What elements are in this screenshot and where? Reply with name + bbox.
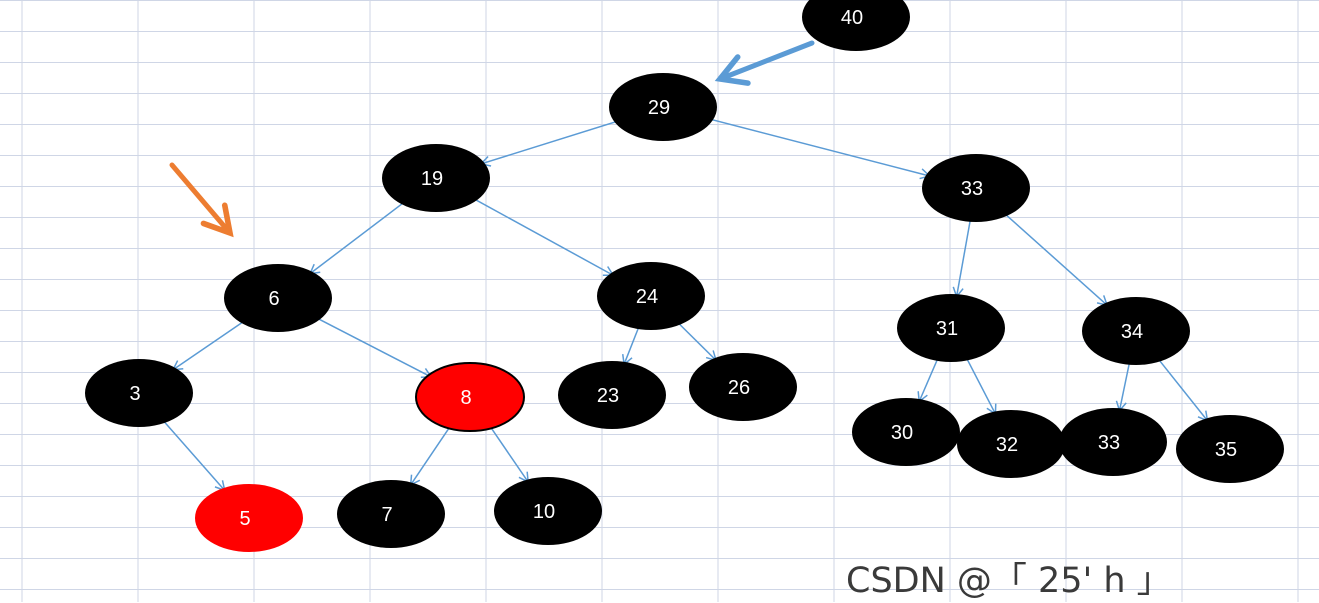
node-ellipse-n35 [1176, 415, 1284, 483]
node-label-n33b: 33 [1098, 432, 1120, 454]
node-label-n32: 32 [996, 434, 1018, 456]
edge-n3-n5 [158, 415, 226, 492]
node-label-n24: 24 [636, 286, 658, 308]
tree-node-n32: 32 [957, 410, 1065, 478]
edge-n19-n24 [467, 194, 615, 277]
tree-node-n30: 30 [852, 398, 960, 466]
node-ellipse-n24 [597, 262, 705, 330]
node-label-n23: 23 [597, 385, 619, 407]
node-label-n26: 26 [728, 377, 750, 399]
nodes-layer: 40 29 19 33 6 24 31 34 3 8 23 26 30 32 33 35 5 7 10 [85, 0, 1284, 552]
node-label-n34: 34 [1121, 321, 1143, 343]
tree-node-n33a: 33 [922, 154, 1030, 222]
node-ellipse-n26 [689, 353, 797, 421]
edge-n6-n3 [171, 316, 250, 371]
node-ellipse-n31 [897, 294, 1005, 362]
node-ellipse-n3 [85, 359, 193, 427]
tree-node-n5: 5 [195, 484, 303, 552]
node-label-n40: 40 [841, 7, 863, 29]
tree-node-n33b: 33 [1059, 408, 1167, 476]
node-label-n10: 10 [533, 501, 555, 523]
node-ellipse-n6 [224, 264, 332, 332]
node-ellipse-n10 [494, 477, 602, 545]
pointer-arrow [714, 40, 815, 86]
node-label-n30: 30 [891, 422, 913, 444]
node-label-n5: 5 [239, 508, 250, 530]
node-ellipse-n5 [195, 484, 303, 552]
edge-n34-n33b [1115, 357, 1132, 413]
node-label-n7: 7 [381, 504, 392, 526]
tree-node-n31: 31 [897, 294, 1005, 362]
edge-n33a-n31 [952, 214, 973, 299]
edges-layer [158, 116, 1209, 492]
node-ellipse-n29 [609, 73, 717, 141]
node-ellipse-n34 [1082, 297, 1190, 365]
tree-node-n34: 34 [1082, 297, 1190, 365]
tree-node-n24: 24 [597, 262, 705, 330]
node-ellipse-n8 [415, 362, 525, 432]
tree-node-n6: 6 [224, 264, 332, 332]
node-label-n31: 31 [936, 318, 958, 340]
edge-n6-n8 [310, 314, 433, 379]
tree-node-n40: 40 [802, 0, 910, 51]
edge-n31-n30 [917, 353, 941, 403]
node-label-n3: 3 [129, 383, 140, 405]
highlight-arrow [169, 162, 234, 238]
edge-n8-n7 [409, 420, 455, 487]
edge-n19-n6 [308, 197, 410, 275]
node-ellipse-n23 [558, 361, 666, 429]
tree-node-n35: 35 [1176, 415, 1284, 483]
node-label-n29: 29 [648, 97, 670, 119]
tree-node-n10: 10 [494, 477, 602, 545]
node-label-n33a: 33 [961, 178, 983, 200]
annotation-layer [169, 40, 815, 238]
edge-n29-n33a [701, 116, 932, 180]
node-ellipse-n33a [922, 154, 1030, 222]
node-label-n35: 35 [1215, 439, 1237, 461]
node-label-n19: 19 [421, 168, 443, 190]
edge-n24-n26 [673, 317, 718, 362]
tree-node-n23: 23 [558, 361, 666, 429]
tree-node-n29: 29 [609, 73, 717, 141]
tree-node-n3: 3 [85, 359, 193, 427]
tree-node-n7: 7 [337, 480, 445, 548]
tree-node-n8: 8 [415, 362, 525, 432]
node-label-n8: 8 [460, 387, 471, 409]
node-ellipse-n7 [337, 480, 445, 548]
node-ellipse-n30 [852, 398, 960, 466]
edge-n8-n10 [486, 420, 530, 484]
edge-n34-n35 [1154, 354, 1209, 422]
edge-n31-n32 [963, 352, 997, 416]
watermark-text: CSDN @「 25' h 」 [846, 561, 1172, 601]
tree-node-n19: 19 [382, 144, 490, 212]
edge-n33a-n34 [999, 209, 1109, 307]
node-ellipse-n19 [382, 144, 490, 212]
node-label-n6: 6 [268, 288, 279, 310]
edge-n29-n19 [479, 118, 626, 167]
node-ellipse-n33b [1059, 408, 1167, 476]
node-ellipse-n40 [802, 0, 910, 51]
node-ellipse-n32 [957, 410, 1065, 478]
tree-node-n26: 26 [689, 353, 797, 421]
